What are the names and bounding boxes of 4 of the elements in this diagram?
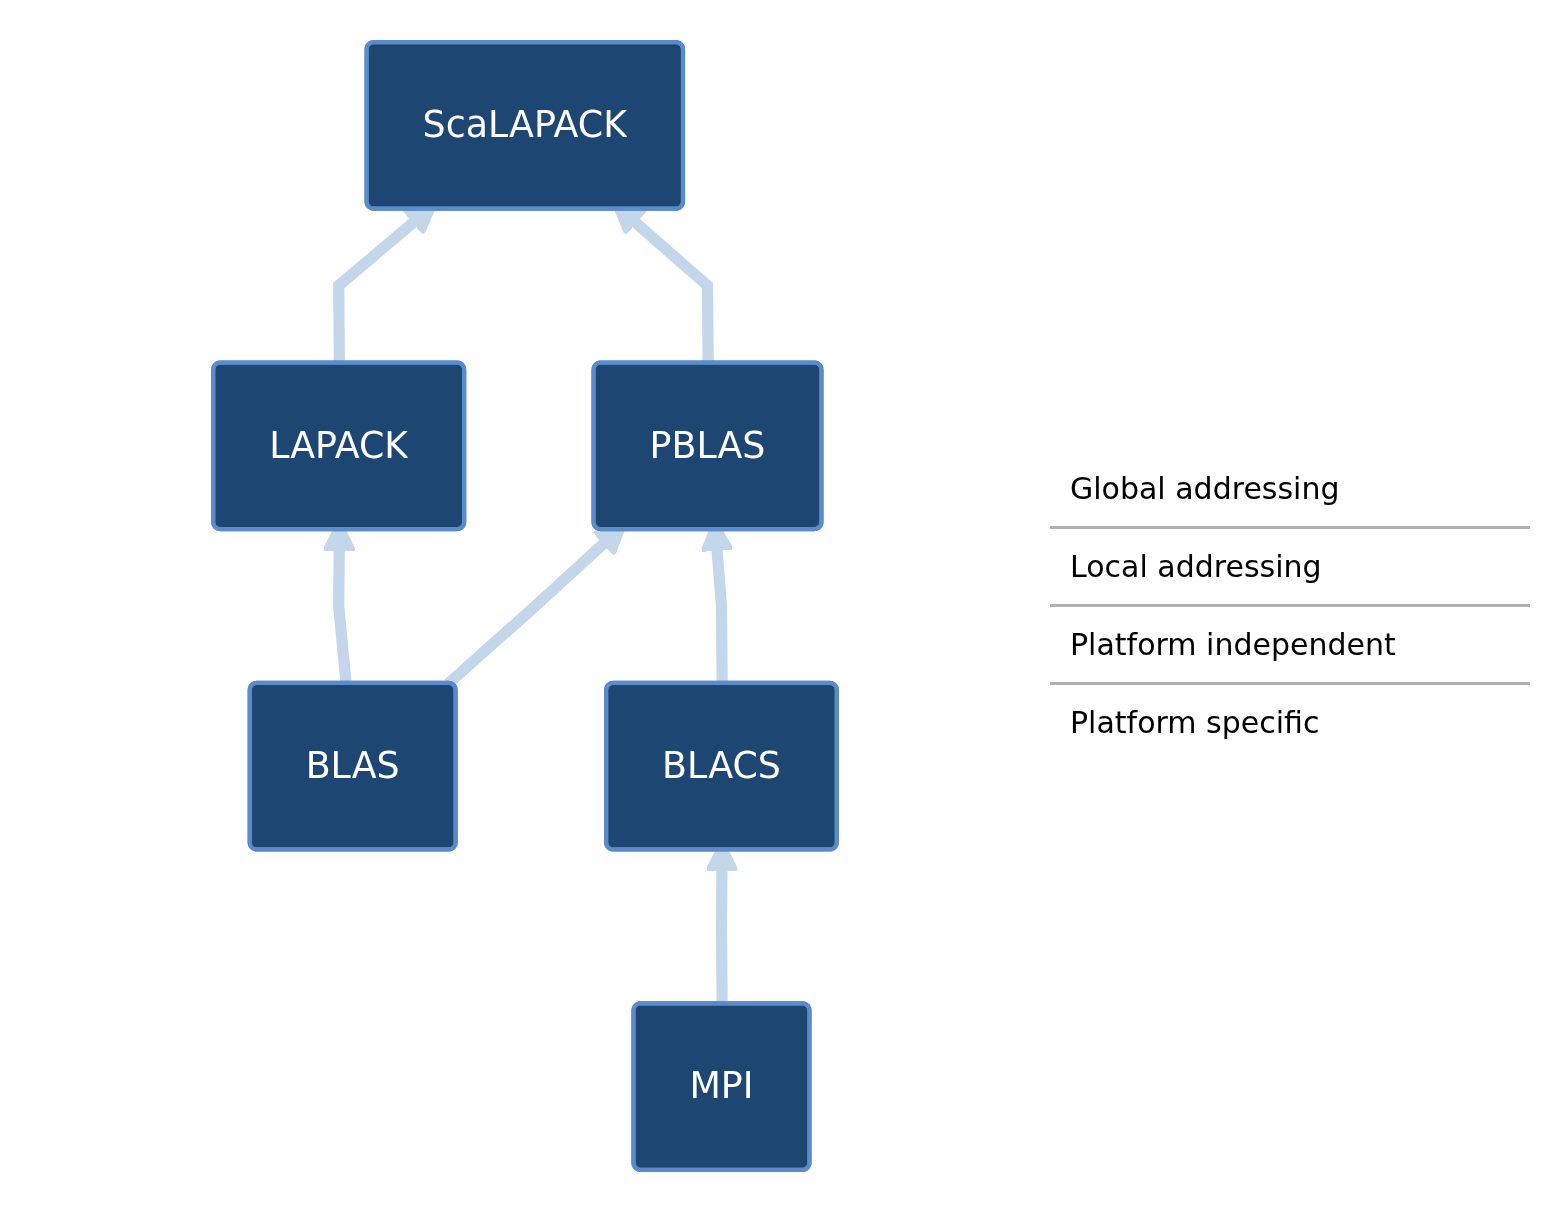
layer-label: Platform independent — [1069, 626, 1397, 664]
layer-label: Global addressing — [1069, 470, 1341, 508]
layer-label: Platform specific — [1069, 704, 1321, 742]
layer-label: Local addressing — [1069, 548, 1323, 586]
